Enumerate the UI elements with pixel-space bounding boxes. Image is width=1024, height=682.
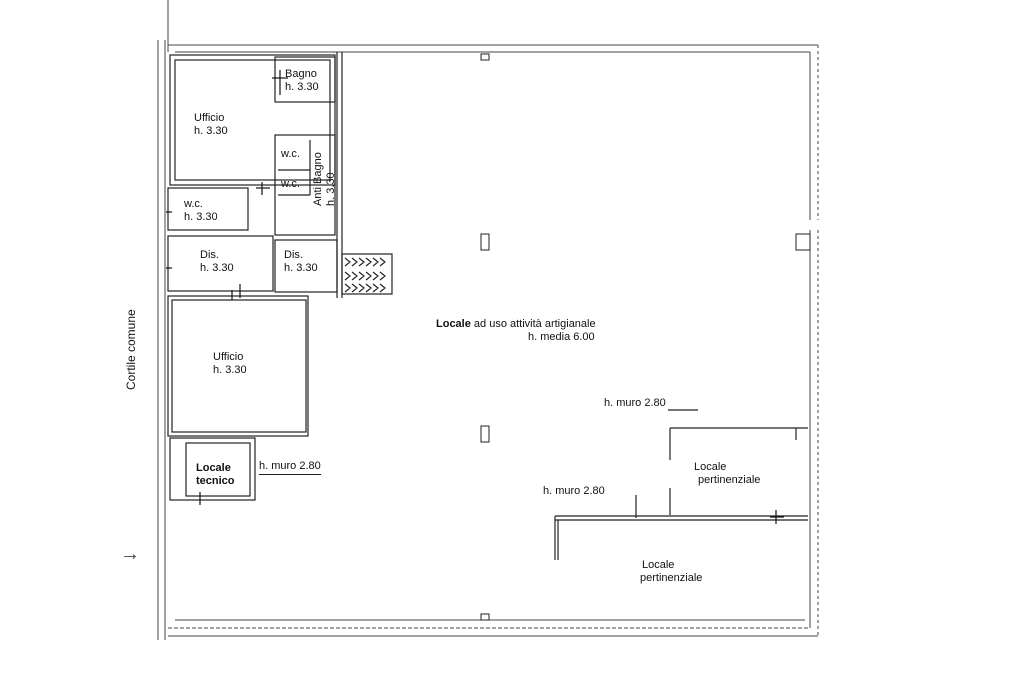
- room-dis-left: Dis. h. 3.30: [200, 249, 234, 275]
- room-name: Dis.: [200, 249, 219, 261]
- interior-walls: [167, 52, 808, 560]
- room-pertinenziale-2: Locale pertinenziale: [640, 559, 703, 585]
- room-pertinenziale-1: Locale pertinenziale: [694, 461, 760, 487]
- wall-note-pert-1: h. muro 2.80: [604, 397, 666, 409]
- room-height: h. 3.30: [194, 125, 228, 137]
- room-height: h. 3.30: [213, 364, 247, 376]
- wall-note-pert-2: h. muro 2.80: [543, 485, 605, 497]
- door-marks: [166, 70, 784, 524]
- room-wc-2: w.c.: [281, 178, 300, 191]
- room-wc-left: w.c. h. 3.30: [184, 198, 218, 224]
- room-name: w.c.: [281, 148, 300, 160]
- room-ufficio-mid: Ufficio h. 3.30: [213, 351, 247, 377]
- room-name-line-2: pertinenziale: [640, 572, 703, 584]
- room-height: h. 3.30: [285, 81, 319, 93]
- room-name: w.c.: [281, 178, 300, 190]
- room-name-line-2: tecnico: [196, 475, 235, 487]
- room-anti-bagno: Anti Bagno h. 3.30: [312, 152, 338, 206]
- room-height: h. 3.30: [184, 211, 218, 223]
- room-height: h. 3.30: [200, 262, 234, 274]
- room-dis-right: Dis. h. 3.30: [284, 249, 318, 275]
- room-name-line-2: pertinenziale: [698, 474, 761, 486]
- room-name-bold: Locale: [436, 318, 471, 330]
- room-bagno: Bagno h. 3.30: [285, 68, 319, 94]
- courtyard-label: Cortile comune: [124, 309, 138, 390]
- room-name: Bagno: [285, 68, 317, 80]
- room-name: w.c.: [184, 198, 203, 210]
- room-name-line-1: Locale: [694, 461, 727, 473]
- entrance-arrow-icon: →: [120, 543, 140, 565]
- room-height: h. media 6.00: [528, 331, 595, 343]
- room-name-line-1: Locale: [642, 559, 675, 571]
- room-wc-1: w.c.: [281, 148, 300, 161]
- room-ufficio-top: Ufficio h. 3.30: [194, 112, 228, 138]
- columns: [480, 53, 811, 621]
- room-name: Ufficio: [194, 112, 225, 124]
- room-main-hall: Locale ad uso attività artigianale h. me…: [436, 318, 596, 344]
- room-name-rest: ad uso attività artigianale: [470, 318, 596, 330]
- room-height: h. 3.30: [325, 172, 337, 206]
- room-height: h. 3.30: [284, 262, 318, 274]
- room-name: Ufficio: [213, 351, 244, 363]
- room-name: Locale ad uso attività artigianale: [436, 318, 596, 331]
- room-locale-tecnico: Locale tecnico: [196, 462, 235, 488]
- room-name: Anti Bagno: [312, 152, 324, 206]
- outer-walls: [157, 0, 819, 640]
- room-name-line-1: Locale: [196, 462, 231, 474]
- wall-note-tecnico: h. muro 2.80: [259, 460, 321, 475]
- room-name: Dis.: [284, 249, 303, 261]
